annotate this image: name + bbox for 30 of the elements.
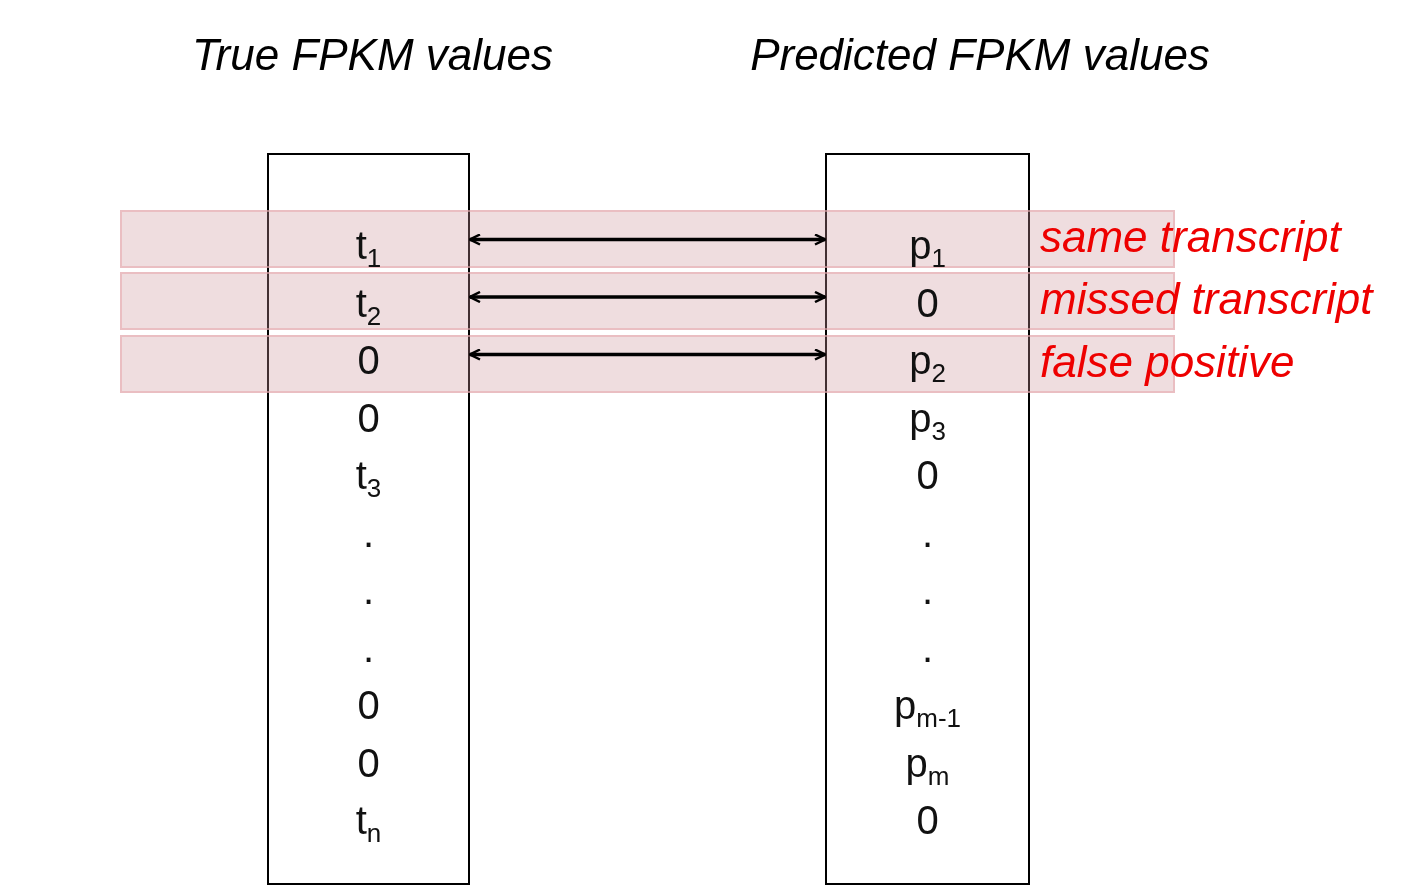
value-cell: t$_{n}$	[269, 792, 468, 849]
value-cell: t$_{3}$	[269, 447, 468, 504]
value-cell: .	[269, 504, 468, 562]
double-arrow	[468, 290, 827, 304]
double-arrow	[468, 348, 827, 361]
value-cell: p$_{m-1}$	[827, 677, 1028, 734]
value-cell: 0	[269, 677, 468, 734]
value-cell: 0	[827, 792, 1028, 849]
value-cell: p$_{3}$	[827, 389, 1028, 447]
value-cell: t$_{2}$	[269, 274, 468, 332]
value-cell: .	[827, 619, 1028, 677]
band-caption: false positive	[1040, 336, 1295, 388]
value-cell: 0	[269, 734, 468, 792]
column-heading: Predicted FPKM values	[749, 29, 1211, 81]
value-cell: p$_{m}$	[827, 734, 1028, 792]
value-cell: 0	[269, 389, 468, 447]
value-cell: 0	[827, 274, 1028, 332]
band-caption: same transcript	[1040, 211, 1341, 263]
band-caption: missed transcript	[1040, 273, 1373, 325]
value-cell: 0	[827, 447, 1028, 504]
value-cell: p$_{2}$	[827, 332, 1028, 389]
value-cell: .	[269, 562, 468, 619]
value-cell: .	[827, 562, 1028, 619]
value-cell: 0	[269, 332, 468, 389]
value-cell: .	[827, 504, 1028, 562]
value-cell: t$_{1}$	[269, 217, 468, 274]
column-heading: True FPKM values	[190, 29, 555, 81]
value-cell: p$_{1}$	[827, 217, 1028, 274]
double-arrow	[468, 233, 827, 246]
value-cell: .	[269, 619, 468, 677]
